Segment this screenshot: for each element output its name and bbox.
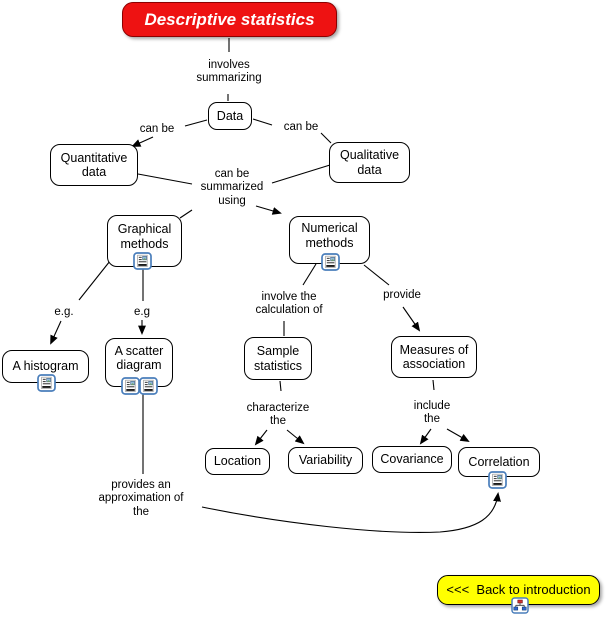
edge-numerical-involve	[302, 263, 317, 286]
node-label: Location	[213, 454, 262, 469]
resource-icon-scatter-1[interactable]	[121, 377, 140, 395]
back-button-label: <<< Back to introduction	[446, 581, 591, 597]
link-label-involve-the-calculation-of: involve the calculation of	[255, 291, 323, 317]
link-label-eg-right: e.g	[134, 306, 150, 318]
edge-qualitative-summarized	[271, 164, 331, 184]
node-label: Measures of association	[399, 342, 469, 371]
node-sample-statistics[interactable]: Sample statistics	[244, 337, 312, 380]
link-label-include-the: include the	[413, 400, 451, 426]
edge-include-correlation	[446, 428, 470, 442]
edge-summarized-numerical	[255, 205, 282, 215]
link-label-can-be-left: can be	[139, 123, 175, 135]
link-label-provide: provide	[383, 289, 421, 301]
edge-data-canbe-right	[252, 118, 273, 126]
link-label-characterize-the: characterize the	[246, 402, 310, 428]
node-covariance[interactable]: Covariance	[372, 446, 452, 473]
resource-icon-histogram[interactable]	[37, 374, 56, 392]
edge-data-canbe-left	[184, 119, 208, 127]
edge-measures-include	[432, 379, 435, 391]
node-location[interactable]: Location	[205, 448, 270, 475]
node-label: Graphical methods	[117, 222, 172, 251]
resource-icon-scatter-2[interactable]	[139, 377, 158, 395]
node-label: Quantitative data	[60, 150, 128, 179]
node-label: Covariance	[380, 452, 444, 467]
edge-canbe-quantitative	[131, 136, 154, 147]
link-label-involves-summarizing: involves summarizing	[196, 59, 262, 85]
node-label: Descriptive statistics	[144, 9, 315, 29]
node-label: Data	[216, 108, 244, 123]
edge-approximation-correlation	[201, 492, 501, 533]
node-descriptive-statistics[interactable]: Descriptive statistics	[122, 2, 337, 37]
node-label: A scatter diagram	[114, 343, 164, 372]
link-label-provides-an-approximation: provides an approximation of the	[98, 479, 184, 518]
node-data[interactable]: Data	[208, 102, 252, 130]
node-qualitative-data[interactable]: Qualitative data	[329, 142, 410, 183]
edge-summarized-graphical	[179, 209, 193, 219]
node-label: Variability	[298, 453, 353, 468]
node-label: Qualitative data	[339, 148, 400, 177]
edge-include-covariance	[419, 428, 432, 445]
concept-map-icon-back[interactable]	[511, 597, 529, 614]
node-quantitative-data[interactable]: Quantitative data	[50, 144, 138, 186]
link-label-can-be-right: can be	[283, 121, 319, 133]
resource-icon-numerical-methods[interactable]	[321, 253, 340, 271]
edge-numerical-provide	[363, 264, 390, 286]
back-to-introduction-button[interactable]: <<< Back to introduction	[437, 575, 600, 605]
edge-eg-histogram	[50, 320, 62, 345]
resource-icon-correlation[interactable]	[488, 471, 507, 489]
node-label: Correlation	[468, 454, 530, 469]
edge-quantitative-summarized	[137, 173, 193, 185]
edge-provide-measures	[402, 306, 421, 332]
link-label-can-be-summarized-using: can be summarized using	[200, 168, 264, 207]
node-label: Numerical methods	[301, 221, 358, 250]
edge-sample-characterize	[279, 380, 282, 392]
link-label-eg-left: e.g.	[54, 306, 74, 318]
edge-canbe-qualitative	[320, 132, 332, 144]
node-variability[interactable]: Variability	[288, 447, 363, 474]
edge-characterize-location	[254, 429, 268, 446]
edge-graphical-eg-left	[78, 260, 111, 301]
node-measures-of-association[interactable]: Measures of association	[391, 336, 477, 378]
edge-characterize-variability	[286, 429, 305, 445]
resource-icon-graphical-methods[interactable]	[133, 252, 152, 270]
node-graphical-methods[interactable]: Graphical methods	[107, 215, 182, 267]
node-label: A histogram	[12, 359, 79, 374]
node-label: Sample statistics	[254, 344, 302, 373]
